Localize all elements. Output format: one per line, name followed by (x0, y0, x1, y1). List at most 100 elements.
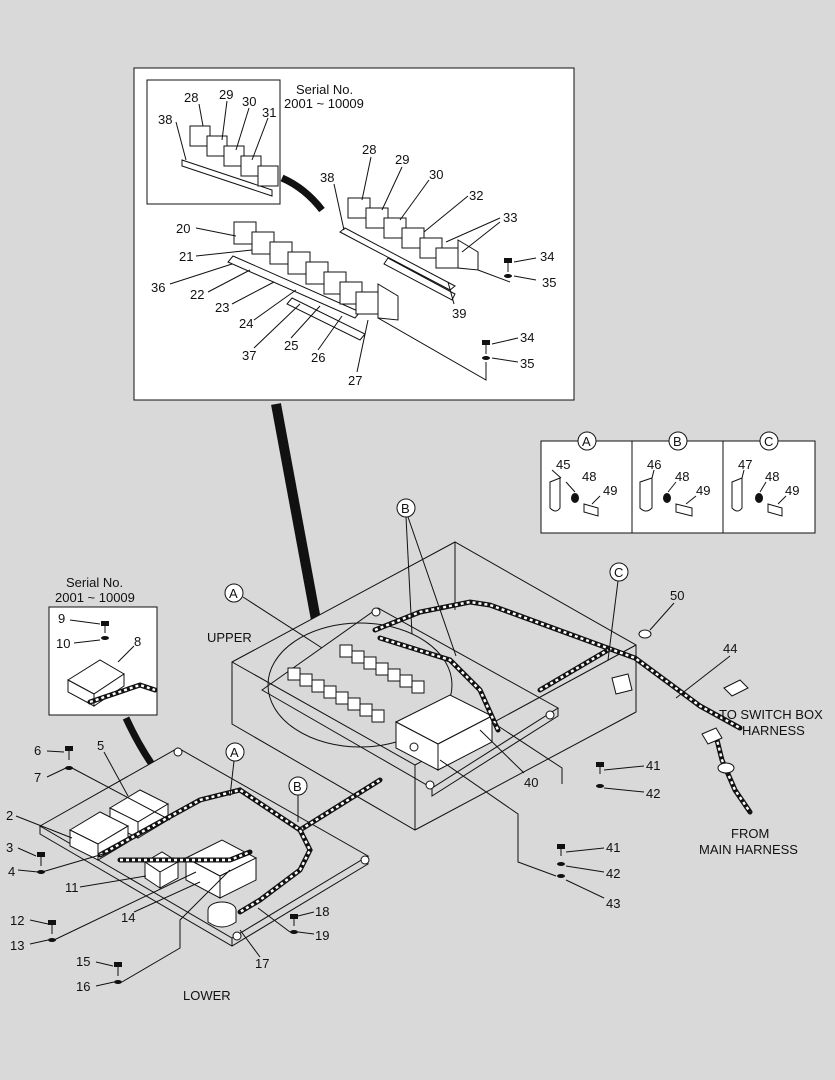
serial-label-top: Serial No. (296, 82, 353, 97)
lower-plate: A B (38, 742, 383, 947)
lower-fasteners (37, 746, 298, 984)
label-50: 50 (670, 588, 684, 603)
label-44: 44 (723, 641, 737, 656)
label-9: 9 (58, 611, 65, 626)
label-2: 2 (6, 808, 13, 823)
callout-b-lower: B (293, 779, 302, 794)
label-49-b: 49 (696, 483, 710, 498)
label-48-c: 48 (765, 469, 779, 484)
label-49-a: 49 (603, 483, 617, 498)
label-30: 30 (429, 167, 443, 182)
serial-label-lower: Serial No. (66, 575, 123, 590)
label-17: 17 (255, 956, 269, 971)
label-28-inset: 28 (184, 90, 198, 105)
label-15: 15 (76, 954, 90, 969)
label-39: 39 (452, 306, 466, 321)
serial-range-lower: 2001 ~ 10009 (55, 590, 135, 605)
clamp-c (731, 469, 787, 517)
label-27: 27 (348, 373, 362, 388)
label-46: 46 (647, 457, 661, 472)
label-49-c: 49 (785, 483, 799, 498)
box-relays (287, 644, 425, 723)
lower-inset: Serial No. 2001 ~ 10009 9 10 8 (48, 575, 158, 716)
clamp-detail-table: A B C 45 48 49 46 48 49 47 48 49 (540, 431, 816, 534)
callout-a-lower: A (230, 745, 239, 760)
label-12: 12 (10, 913, 24, 928)
label-35-a: 35 (542, 275, 556, 290)
label-23: 23 (215, 300, 229, 315)
label-19: 19 (315, 928, 329, 943)
label-32: 32 (469, 188, 483, 203)
label-38-inset: 38 (158, 112, 172, 127)
label-16: 16 (76, 979, 90, 994)
label-4: 4 (8, 864, 15, 879)
label-41-b: 41 (606, 840, 620, 855)
label-13: 13 (10, 938, 24, 953)
callout-b-upper: B (401, 501, 410, 516)
label-33: 33 (503, 210, 517, 225)
detail-letter-b: B (673, 434, 682, 449)
label-38: 38 (320, 170, 334, 185)
panel-leaders (169, 100, 537, 381)
upper-labels: 50 44 40 41 42 41 42 43 UPPER TO SWITCH … (207, 588, 823, 911)
caption-from-main-1: FROM (731, 826, 769, 841)
label-42-b: 42 (606, 866, 620, 881)
lower-leaders (15, 750, 315, 987)
upper-box (231, 541, 637, 831)
lower-labels: 6 7 5 2 3 4 11 12 13 14 15 16 17 18 19 L… (6, 738, 329, 1003)
label-21: 21 (179, 249, 193, 264)
caption-to-switch-box-1: TO SWITCH BOX (719, 707, 823, 722)
label-8: 8 (134, 634, 141, 649)
label-22: 22 (190, 287, 204, 302)
label-41-a: 41 (646, 758, 660, 773)
detail-letter-a: A (582, 434, 591, 449)
label-34-a: 34 (540, 249, 554, 264)
label-47: 47 (738, 457, 752, 472)
clamp-b (639, 469, 697, 517)
label-18: 18 (315, 904, 329, 919)
label-11: 11 (65, 880, 79, 895)
panel-pointer (271, 403, 321, 621)
serial-range-top: 2001 ~ 10009 (284, 96, 364, 111)
label-20: 20 (176, 221, 190, 236)
label-28: 28 (362, 142, 376, 157)
label-31-inset: 31 (262, 105, 276, 120)
label-14: 14 (121, 910, 135, 925)
caption-to-switch-box-2: HARNESS (742, 723, 805, 738)
label-45: 45 (556, 457, 570, 472)
label-37: 37 (242, 348, 256, 363)
detail-letter-c: C (764, 434, 773, 449)
caption-upper: UPPER (207, 630, 252, 645)
label-42-a: 42 (646, 786, 660, 801)
label-25: 25 (284, 338, 298, 353)
label-3: 3 (6, 840, 13, 855)
label-24: 24 (239, 316, 253, 331)
label-10: 10 (56, 636, 70, 651)
bolt-34-lower (482, 340, 490, 360)
label-29: 29 (395, 152, 409, 167)
label-48-a: 48 (582, 469, 596, 484)
label-7: 7 (34, 770, 41, 785)
inset-pointer (280, 174, 325, 213)
label-48-b: 48 (675, 469, 689, 484)
left-relay-group (227, 221, 399, 341)
callout-c: C (614, 565, 623, 580)
label-26: 26 (311, 350, 325, 365)
callout-a-upper: A (229, 586, 238, 601)
relay-detail-panel: Serial No. 2001 ~ 10009 (133, 67, 575, 401)
right-relay-group (339, 197, 479, 301)
label-29-inset: 29 (219, 87, 233, 102)
caption-lower: LOWER (183, 988, 231, 1003)
label-43: 43 (606, 896, 620, 911)
label-40: 40 (524, 775, 538, 790)
caption-from-main-2: MAIN HARNESS (699, 842, 798, 857)
inset-relay-row (181, 125, 279, 197)
clamp-a (549, 469, 601, 517)
label-6: 6 (34, 743, 41, 758)
upper-callouts: A B C (224, 498, 629, 661)
label-5: 5 (97, 738, 104, 753)
label-36: 36 (151, 280, 165, 295)
relay-highlight-circle (267, 622, 453, 748)
upper-harness (372, 599, 753, 815)
